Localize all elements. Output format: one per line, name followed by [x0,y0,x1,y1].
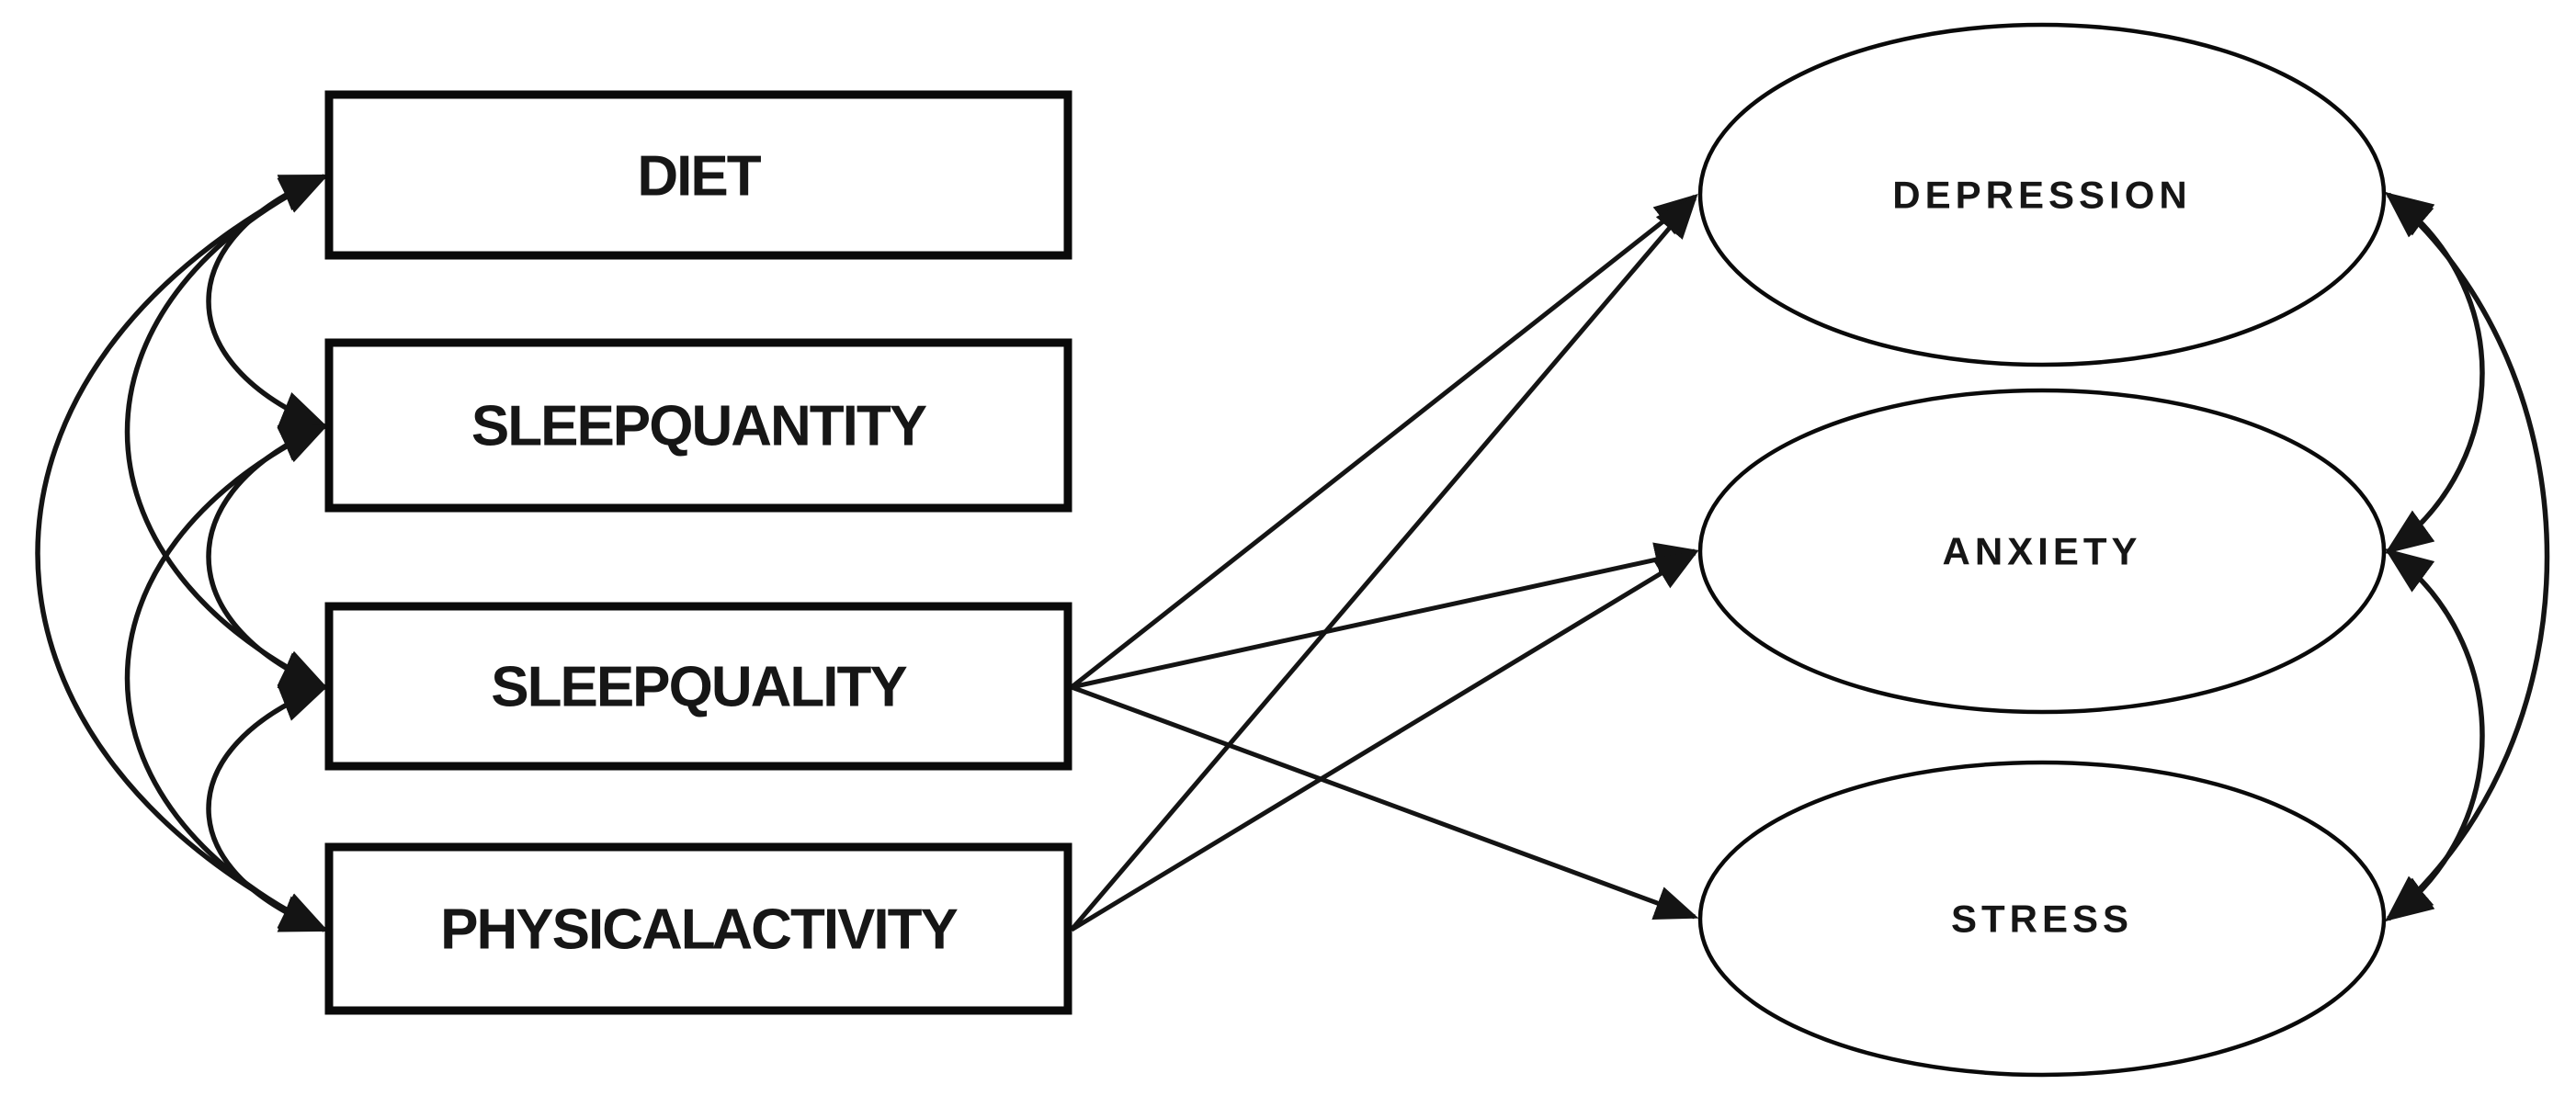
box-sleep-quantity [324,338,1072,513]
path-physical-activity-to-depression [1070,195,1698,932]
box-sleep-quality [324,602,1072,771]
box-sleep-quantity-label: SLEEP QUANTITY [471,395,927,458]
ellipse-anxiety [1697,388,2387,715]
path-sleep-quality-to-stress [1071,684,1699,921]
ellipse-depression [1697,22,2387,367]
box-sleep-quality-label: SLEEP QUALITY [491,656,907,719]
box-diet-label: DIET [637,145,761,209]
path-sleep-quality-to-depression [1070,194,1698,689]
covariance-depression-anxiety [2384,191,2485,555]
covariance-sleep-quality-physical-activity [206,684,329,932]
ellipse-stress-label: STRESS [1951,898,2133,941]
covariance-sleep-quantity-sleep-quality [206,424,329,690]
box-diet [324,90,1072,260]
box-physical-activity [324,842,1072,1015]
covariance-depression-stress [2385,191,2550,922]
covariance-diet-sleep-quantity [206,174,329,429]
covariance-sleep-quantity-physical-activity [124,424,329,932]
path-sleep-quality-to-anxiety [1071,542,1699,690]
box-physical-activity-label: PHYSICAL ACTIVITY [440,898,958,962]
covariance-anxiety-stress [2384,548,2485,922]
covariance-diet-physical-activity [35,174,329,932]
ellipse-stress [1697,760,2387,1078]
covariance-diet-sleep-quality [124,174,329,690]
path-physical-activity-to-anxiety [1070,550,1699,932]
ellipse-depression-label: DEPRESSION [1892,174,2191,217]
ellipse-anxiety-label: ANXIETY [1942,530,2141,573]
